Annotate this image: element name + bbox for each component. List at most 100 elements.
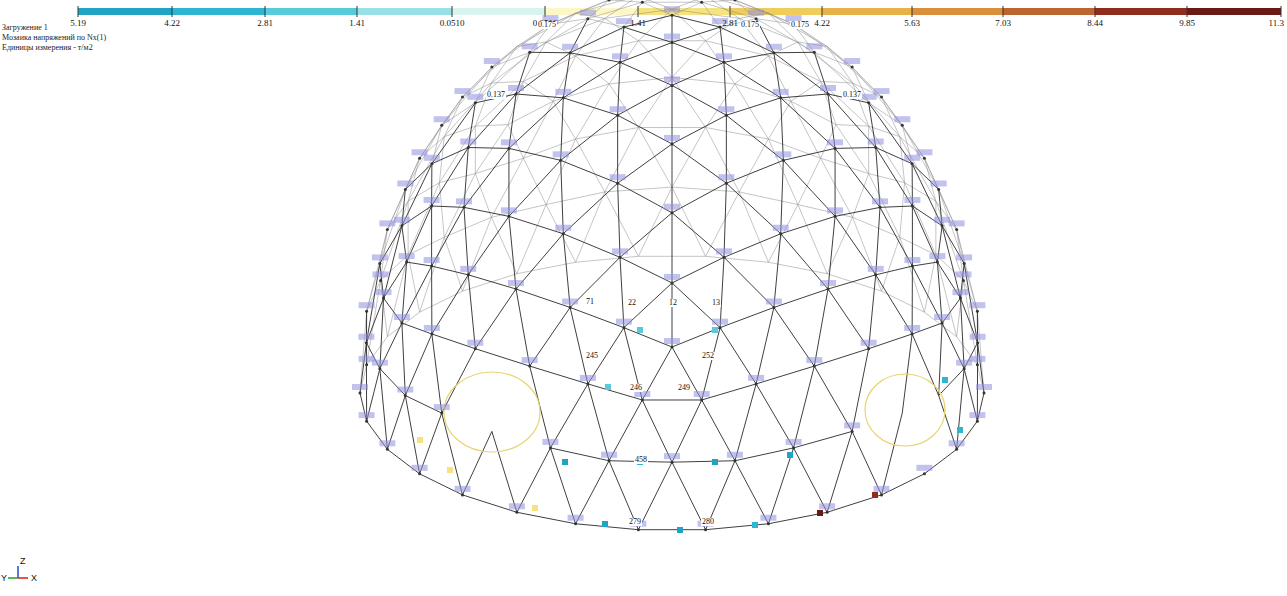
mesh-node bbox=[418, 157, 421, 160]
node-value-blob bbox=[949, 440, 965, 446]
bar-element bbox=[431, 206, 432, 266]
node-value-blob bbox=[916, 149, 932, 155]
axis-label: X bbox=[31, 574, 37, 583]
mesh-node bbox=[911, 162, 914, 165]
mesh-node bbox=[559, 159, 562, 162]
bar-element bbox=[814, 366, 852, 431]
node-value-blob bbox=[509, 503, 525, 509]
mesh-node bbox=[867, 347, 870, 350]
mesh-node bbox=[418, 472, 421, 475]
scale-tick bbox=[1187, 6, 1188, 17]
bar-element bbox=[852, 431, 881, 494]
bar-element bbox=[768, 139, 820, 158]
scale-segment bbox=[822, 8, 912, 15]
node-value-blob bbox=[894, 116, 910, 122]
bar-element bbox=[882, 237, 900, 291]
bar-element bbox=[880, 206, 912, 207]
stress-marker bbox=[787, 452, 793, 458]
bar-element bbox=[828, 216, 835, 289]
scale-value: 2.81 bbox=[257, 19, 273, 28]
axis-icon bbox=[8, 566, 28, 578]
bar-element bbox=[672, 85, 726, 115]
bar-element bbox=[624, 15, 672, 27]
node-value-blob bbox=[874, 88, 890, 94]
bar-element bbox=[836, 125, 869, 174]
mesh-node bbox=[671, 346, 674, 349]
node-value-blob bbox=[373, 271, 389, 277]
mesh-node bbox=[586, 17, 589, 20]
node-value-blob bbox=[501, 139, 517, 145]
bar-element bbox=[821, 81, 836, 124]
bar-element bbox=[402, 323, 405, 395]
node-value-blob bbox=[868, 266, 884, 272]
bar-element bbox=[563, 98, 617, 115]
bar-element bbox=[869, 174, 900, 238]
bar-element bbox=[739, 139, 768, 192]
mesh-node bbox=[955, 228, 958, 231]
bar-element bbox=[702, 2, 756, 18]
scale-tick bbox=[1095, 6, 1096, 17]
bar-element bbox=[724, 62, 781, 98]
bar-element bbox=[781, 216, 835, 233]
mesh-node bbox=[772, 306, 775, 309]
node-value-blob bbox=[424, 155, 440, 161]
bar-element bbox=[836, 125, 869, 127]
member-value: 279 bbox=[628, 518, 642, 526]
bar-element bbox=[618, 183, 620, 257]
bar-element bbox=[706, 128, 769, 140]
mesh-node bbox=[880, 96, 883, 99]
mesh-node bbox=[779, 96, 782, 99]
bar-element bbox=[638, 529, 705, 530]
bar-element bbox=[475, 125, 508, 174]
node-value-blob bbox=[664, 6, 680, 12]
bar-element bbox=[827, 431, 852, 512]
node-value-blob bbox=[359, 302, 375, 308]
bar-element bbox=[672, 0, 702, 2]
bar-element bbox=[576, 192, 605, 262]
mesh-node bbox=[671, 41, 674, 44]
mesh-node bbox=[622, 326, 625, 329]
bar-element bbox=[366, 343, 367, 421]
mesh-node bbox=[733, 0, 736, 2]
mesh-node bbox=[365, 310, 368, 313]
bar-element bbox=[702, 0, 735, 2]
bar-element bbox=[902, 125, 938, 189]
mesh-node bbox=[983, 392, 986, 395]
node-value-blob bbox=[716, 53, 732, 59]
node-value-blob bbox=[748, 10, 764, 16]
mesh-node bbox=[772, 51, 775, 54]
stress-marker bbox=[712, 459, 718, 465]
bar-element bbox=[853, 217, 900, 237]
node-value-blob bbox=[412, 149, 428, 155]
bar-element bbox=[936, 201, 964, 280]
bar-element bbox=[576, 139, 605, 192]
node-value-blob bbox=[868, 139, 884, 145]
node-value-blob bbox=[467, 340, 483, 346]
bar-element bbox=[869, 103, 912, 164]
bar-element bbox=[563, 183, 617, 234]
mesh-node bbox=[755, 382, 758, 385]
bar-element bbox=[618, 115, 672, 144]
bar-element bbox=[939, 323, 942, 395]
member-value: 246 bbox=[629, 384, 643, 392]
mesh-node bbox=[671, 14, 674, 17]
bar-element bbox=[882, 413, 903, 495]
member-value: 0.137 bbox=[486, 91, 506, 99]
bar-element bbox=[576, 461, 609, 524]
mesh-node bbox=[941, 322, 944, 325]
node-value-blob bbox=[460, 139, 476, 145]
bar-element bbox=[618, 85, 672, 115]
scale-segment bbox=[78, 8, 172, 15]
bar-element bbox=[523, 101, 553, 158]
node-value-blob bbox=[562, 44, 578, 50]
bar-element bbox=[720, 307, 774, 327]
bar-element bbox=[794, 366, 815, 448]
bar-element bbox=[672, 41, 706, 78]
bar-element bbox=[876, 207, 880, 274]
bar-element bbox=[618, 144, 672, 183]
bar-element bbox=[588, 2, 642, 18]
node-value-blob bbox=[718, 174, 734, 180]
mesh-node bbox=[641, 1, 644, 4]
bar-element bbox=[491, 217, 516, 273]
bar-element bbox=[550, 384, 587, 448]
